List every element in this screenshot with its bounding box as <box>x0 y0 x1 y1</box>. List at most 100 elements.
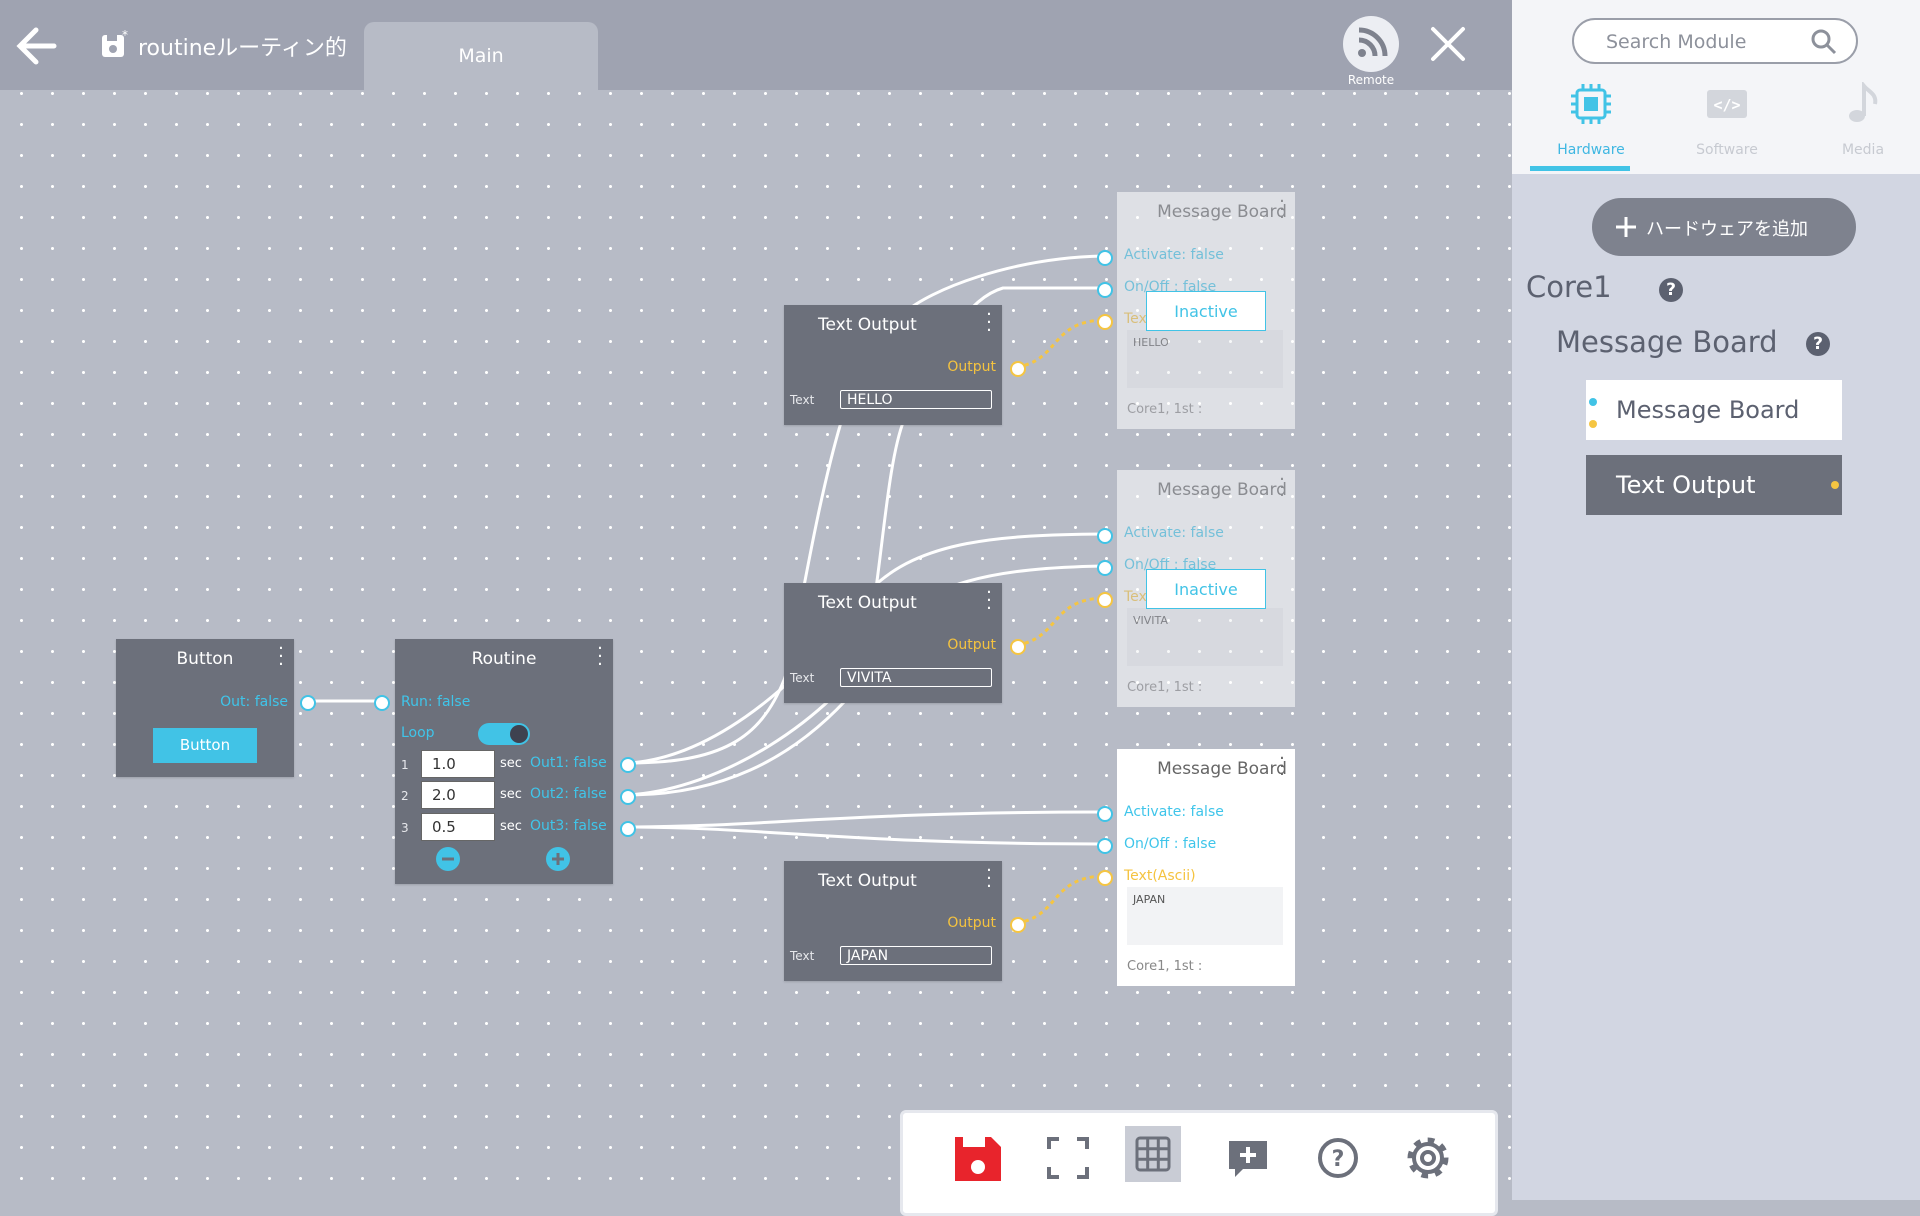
button-press[interactable]: Button <box>153 728 257 763</box>
tab-software[interactable]: </> Software <box>1672 82 1782 158</box>
message-text-box: VIVITA <box>1127 608 1283 666</box>
help-icon[interactable]: ? <box>1806 332 1830 356</box>
fullscreen-icon[interactable] <box>1041 1131 1095 1185</box>
duration-input-3[interactable]: 0.5 <box>421 813 495 841</box>
bottom-toolbar: ? <box>900 1110 1498 1216</box>
onoff-label: On/Off : false <box>1124 836 1217 852</box>
row-index: 2 <box>401 789 409 803</box>
more-menu-icon[interactable]: ··· <box>986 860 992 897</box>
more-menu-icon[interactable]: ··· <box>1279 469 1285 506</box>
board-footer: Core1, 1st : <box>1127 680 1203 695</box>
toggle-knob <box>510 725 528 743</box>
onoff-port[interactable] <box>1097 282 1113 298</box>
more-menu-icon[interactable]: ··· <box>597 638 603 675</box>
duration-input-2[interactable]: 2.0 <box>421 781 495 809</box>
text-port[interactable] <box>1097 870 1113 886</box>
text-output-node[interactable]: Text Output ··· Output Text HELLO <box>784 305 1002 425</box>
search-input[interactable]: Search Module <box>1572 18 1858 64</box>
text-output-port[interactable] <box>1010 639 1026 655</box>
remove-row-icon[interactable] <box>435 846 461 872</box>
tab-hardware[interactable]: Hardware <box>1536 82 1646 158</box>
node-title: Text Output <box>818 315 917 335</box>
help-icon[interactable]: ? <box>1659 278 1683 302</box>
chip-icon <box>1571 84 1611 124</box>
routine-node[interactable]: Routine ··· Run: false Loop 1 1.0 sec Ou… <box>395 639 613 884</box>
inactive-badge: Inactive <box>1146 569 1266 609</box>
button-out-port[interactable] <box>300 695 316 711</box>
onoff-port[interactable] <box>1097 838 1113 854</box>
remote-button[interactable] <box>1343 16 1399 72</box>
message-text-box: HELLO <box>1127 330 1283 388</box>
grid-icon <box>1135 1136 1171 1172</box>
wire-out3-onoff3 <box>626 825 1104 846</box>
text-output-port[interactable] <box>1010 917 1026 933</box>
search-icon[interactable] <box>1810 28 1838 56</box>
wire-out3-activate3 <box>626 810 1104 829</box>
button-out-label: Out: false <box>220 694 288 710</box>
close-icon[interactable] <box>1428 24 1468 64</box>
sec-label: sec <box>500 756 522 771</box>
routine-run-port[interactable] <box>374 695 390 711</box>
text-label: Text <box>790 671 815 685</box>
svg-text:</>: </> <box>1713 96 1740 114</box>
text-label: Text <box>790 949 815 963</box>
text-output-node[interactable]: Text Output ··· Output Text VIVITA <box>784 583 1002 703</box>
text-output-node[interactable]: Text Output ··· Output Text JAPAN <box>784 861 1002 981</box>
rss-icon <box>1358 27 1388 57</box>
text-output-port[interactable] <box>1010 361 1026 377</box>
save-icon[interactable] <box>951 1131 1005 1185</box>
help-icon[interactable]: ? <box>1311 1131 1365 1185</box>
message-board-node[interactable]: Message Board ··· Activate: false On/Off… <box>1117 749 1295 986</box>
out2-port[interactable] <box>620 789 636 805</box>
node-title: Button <box>176 649 234 669</box>
out1-label: Out1: false <box>530 755 607 771</box>
node-title: Routine <box>471 649 537 669</box>
tab-label: Hardware <box>1557 142 1625 158</box>
output-label: Output <box>947 915 996 931</box>
more-menu-icon[interactable]: ··· <box>986 304 992 341</box>
board-footer: Core1, 1st : <box>1127 402 1203 417</box>
more-menu-icon[interactable]: ··· <box>986 582 992 619</box>
wire-out1-activate1 <box>626 254 1104 765</box>
activate-port[interactable] <box>1097 806 1113 822</box>
add-comment-icon[interactable] <box>1221 1131 1275 1185</box>
out1-port[interactable] <box>620 757 636 773</box>
back-arrow-icon[interactable] <box>10 18 70 74</box>
output-label: Output <box>947 637 996 653</box>
module-heading: Message Board <box>1556 325 1778 359</box>
settings-gear-icon[interactable] <box>1401 1131 1455 1185</box>
duration-input-1[interactable]: 1.0 <box>421 750 495 778</box>
out3-label: Out3: false <box>530 818 607 834</box>
text-port[interactable] <box>1097 314 1113 330</box>
output-dot-yellow <box>1831 481 1839 489</box>
music-note-icon <box>1849 80 1878 122</box>
grid-toggle[interactable] <box>1125 1126 1181 1182</box>
activate-port[interactable] <box>1097 528 1113 544</box>
text-input[interactable]: JAPAN <box>840 946 992 965</box>
more-menu-icon[interactable]: ··· <box>1279 748 1285 785</box>
board-footer: Core1, 1st : <box>1127 959 1203 974</box>
add-row-icon[interactable] <box>545 846 571 872</box>
add-hardware-button[interactable]: ハードウェアを追加 <box>1592 198 1856 256</box>
tab-main[interactable]: Main <box>364 22 598 90</box>
text-port[interactable] <box>1097 592 1113 608</box>
module-item-text-output[interactable]: Text Output <box>1586 455 1842 515</box>
message-text-box: JAPAN <box>1127 887 1283 945</box>
more-menu-icon[interactable]: ··· <box>1279 191 1285 228</box>
input-dot-yellow <box>1589 420 1597 428</box>
text-input[interactable]: HELLO <box>840 390 992 409</box>
activate-port[interactable] <box>1097 250 1113 266</box>
node-title: Message Board <box>1157 759 1287 779</box>
module-item-label: Text Output <box>1616 471 1756 499</box>
tab-label: Software <box>1696 142 1758 158</box>
tab-media[interactable]: Media <box>1808 80 1918 158</box>
text-input[interactable]: VIVITA <box>840 668 992 687</box>
loop-toggle[interactable] <box>478 723 530 745</box>
more-menu-icon[interactable]: ··· <box>278 638 284 675</box>
onoff-port[interactable] <box>1097 560 1113 576</box>
module-item-message-board[interactable]: Message Board <box>1586 380 1842 440</box>
out3-port[interactable] <box>620 821 636 837</box>
search-placeholder: Search Module <box>1606 31 1747 53</box>
active-tab-indicator <box>1530 166 1630 171</box>
button-node[interactable]: Button ··· Out: false Button <box>116 639 294 777</box>
